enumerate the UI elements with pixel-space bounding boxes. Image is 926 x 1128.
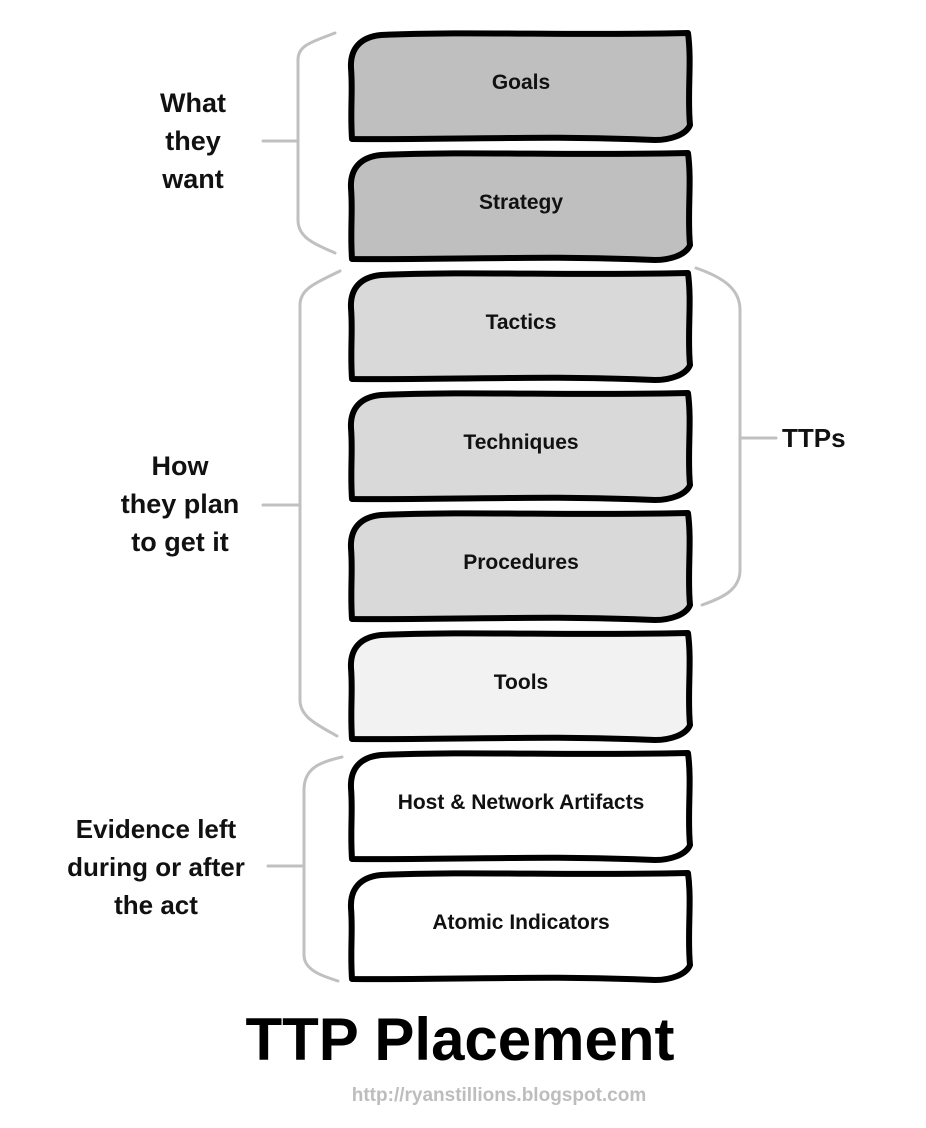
layer-box-tools <box>347 630 693 743</box>
layer-stack <box>347 30 693 983</box>
layer-box-techniques <box>347 390 693 503</box>
layer-box-host-network-artifacts <box>347 750 693 863</box>
evidence-line-2: during or after <box>67 852 245 882</box>
layer-box-atomic-indicators <box>347 870 693 983</box>
what-line-1: What <box>160 88 226 118</box>
layer-label-techniques: Techniques <box>463 431 579 454</box>
layer-label-goals: Goals <box>491 71 551 94</box>
layer-box-goals <box>347 30 693 143</box>
layer-label-strategy: Strategy <box>478 191 564 214</box>
how-line-2: they plan <box>120 489 240 519</box>
group-label-ttps: TTPs <box>782 423 846 453</box>
diagram-title: TTP Placement <box>245 1006 675 1073</box>
group-label-what-they-want: What they want <box>113 84 273 198</box>
what-line-3: want <box>162 164 224 194</box>
brace-evidence <box>266 755 344 983</box>
what-line-2: they <box>165 126 221 156</box>
braces <box>261 31 778 983</box>
group-label-how-they-plan: How they plan to get it <box>100 447 260 561</box>
source-url: http://ryanstillions.blogspot.com <box>351 1085 647 1106</box>
layer-label-tools: Tools <box>493 671 549 694</box>
brace-how-they-plan <box>261 269 342 738</box>
layer-label-atomic-indicators: Atomic Indicators <box>432 911 610 934</box>
evidence-line-1: Evidence left <box>75 814 237 844</box>
layer-label-procedures: Procedures <box>463 551 579 574</box>
layer-label-host-network-artifacts: Host & Network Artifacts <box>397 791 645 814</box>
layer-box-tactics <box>347 270 693 383</box>
layer-box-procedures <box>347 510 693 623</box>
brace-ttps <box>694 266 778 607</box>
how-line-3: to get it <box>131 527 229 557</box>
evidence-line-3: the act <box>114 890 198 920</box>
brace-what-they-want <box>261 31 337 255</box>
how-line-1: How <box>151 451 209 481</box>
group-label-evidence: Evidence left during or after the act <box>40 810 272 924</box>
layer-box-strategy <box>347 150 693 263</box>
layer-label-tactics: Tactics <box>485 311 557 334</box>
